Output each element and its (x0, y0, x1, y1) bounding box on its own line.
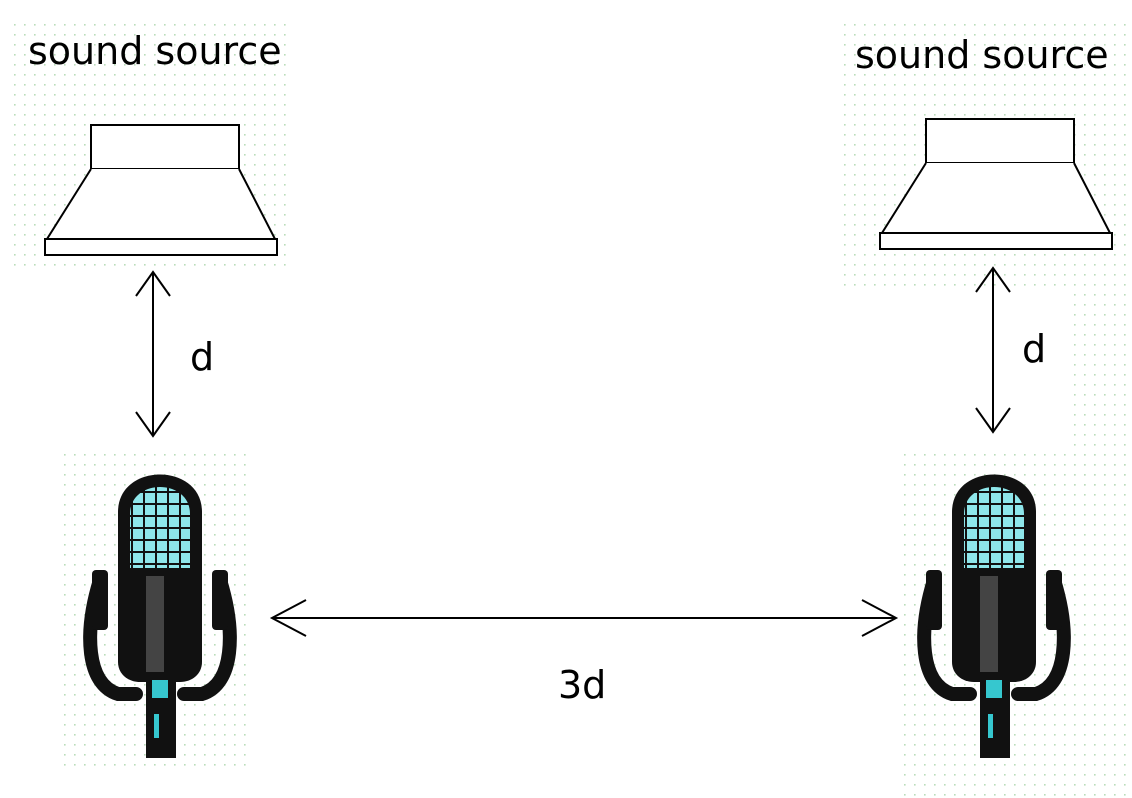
mic-spacing-arrow (269, 599, 899, 637)
left-distance-label: d (190, 335, 215, 379)
left-distance-arrow (135, 270, 171, 438)
mic-spacing-label: 3d (558, 663, 607, 707)
right-distance-label: d (1022, 327, 1047, 371)
right-distance-arrow (975, 266, 1011, 434)
right-source-label: sound source (855, 33, 1109, 77)
left-source-label: sound source (28, 29, 282, 73)
